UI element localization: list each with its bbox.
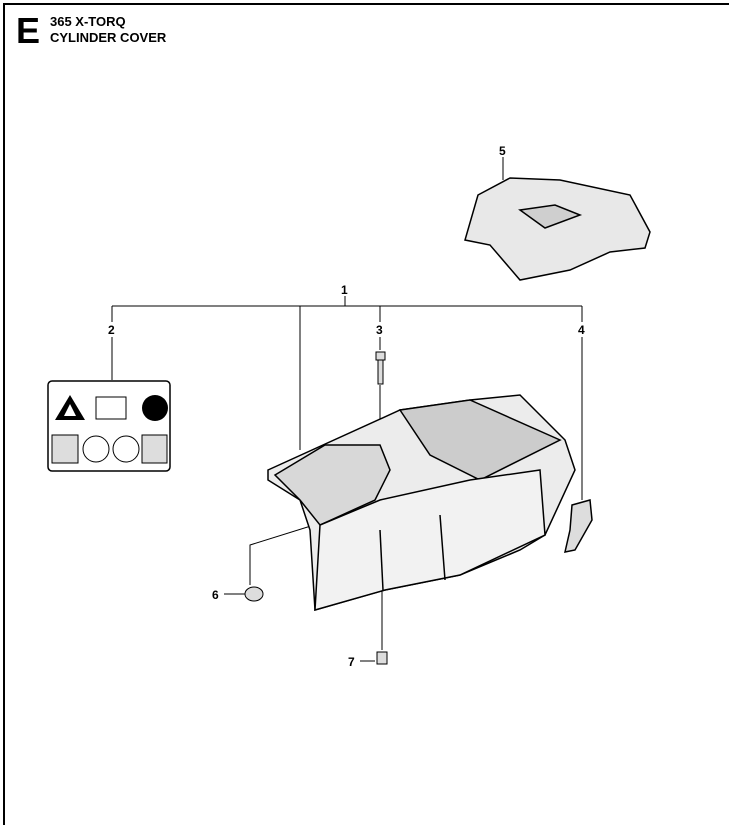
part-5-cover-top [464,177,651,281]
callout-5: 5 [499,144,506,158]
part-3-screw [375,351,386,385]
section-letter: E [16,10,41,51]
model-name: 365 X-TORQ [50,14,126,29]
callout-6: 6 [212,588,219,602]
diagram-title: CYLINDER COVER [50,30,167,45]
part-2-warning-decal [47,380,171,472]
callout-1: 1 [341,283,348,297]
callout-3: 3 [376,323,383,337]
callout-7: 7 [348,655,355,669]
callout-4: 4 [578,323,585,337]
part-4-clip [564,499,593,553]
part-1-cylinder-cover [267,394,576,612]
part-7-screw [376,651,388,665]
callout-2: 2 [108,323,115,337]
part-6-grommet [244,586,264,602]
page-frame [3,3,729,825]
